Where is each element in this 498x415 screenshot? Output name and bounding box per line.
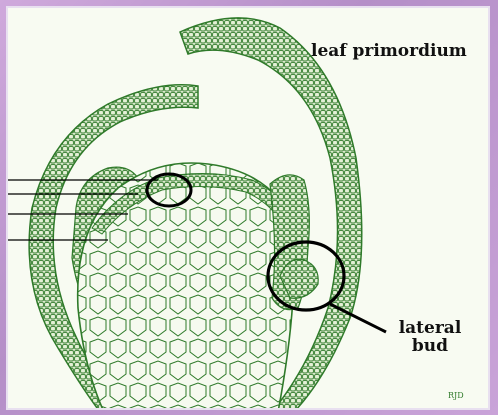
- diagram-frame: RJD leaf primordium lateral bud: [6, 6, 490, 410]
- leaf-primordium-label: leaf primordium: [311, 42, 467, 60]
- lateral-bud-label-line2: bud: [395, 337, 465, 355]
- lateral-bud-label-line1: lateral: [395, 319, 465, 337]
- lateral-bud-label: lateral bud: [395, 319, 465, 355]
- artist-signature: RJD: [448, 391, 464, 400]
